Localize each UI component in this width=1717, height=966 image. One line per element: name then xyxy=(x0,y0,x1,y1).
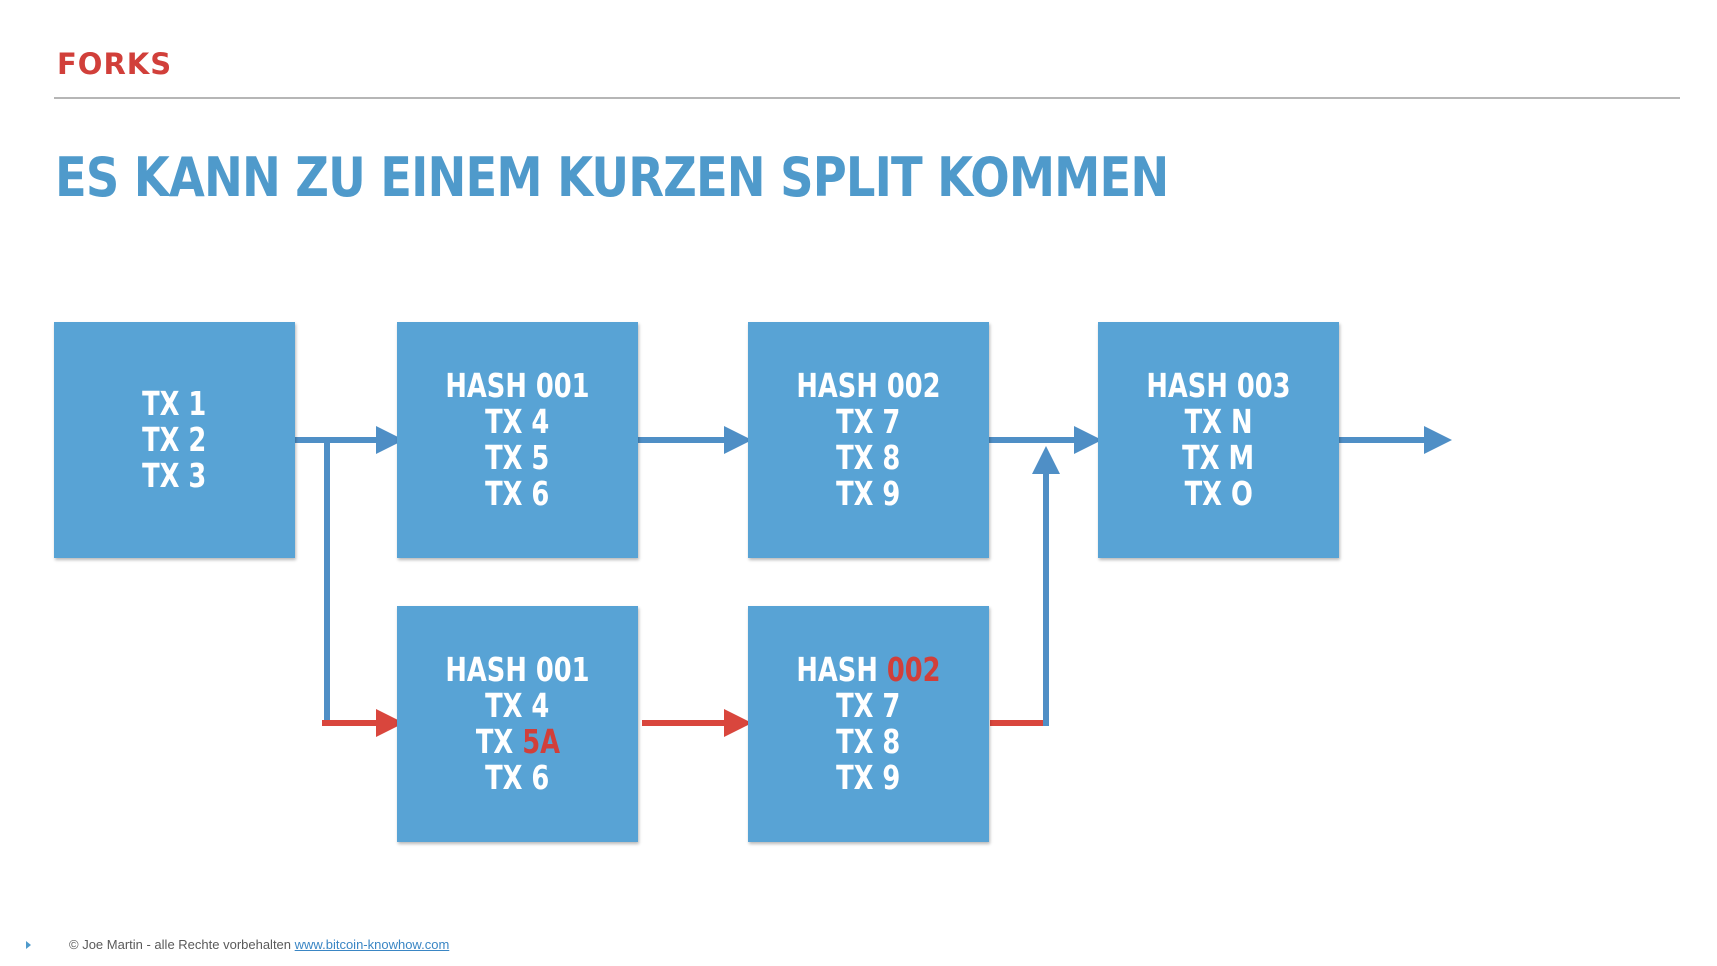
arrowhead-reorg xyxy=(1032,446,1060,474)
block-fork-hash-001: HASH 001 TX 4 TX 5A TX 6 xyxy=(397,606,638,842)
tx-line: TX 6 xyxy=(485,474,550,513)
hash-label: HASH xyxy=(796,366,878,405)
hash-line: HASH 002 xyxy=(796,652,940,688)
tx-line: TX 3 xyxy=(142,456,207,495)
footer-link[interactable]: www.bitcoin-knowhow.com xyxy=(294,937,450,952)
header-divider xyxy=(54,97,1680,99)
tx-line: TX 7 xyxy=(836,402,901,441)
tx-line: TX 7 xyxy=(836,686,901,725)
slide-marker-icon xyxy=(26,941,31,949)
hash-label: HASH xyxy=(796,650,878,689)
footer: © Joe Martin - alle Rechte vorbehalten w… xyxy=(69,937,449,952)
arrowhead-fork2 xyxy=(724,709,752,737)
tx-line-conflicting: TX 5A xyxy=(475,724,559,760)
block-main-hash-002: HASH 002 TX 7 TX 8 TX 9 xyxy=(748,322,989,558)
tx-prefix: TX xyxy=(475,722,513,761)
arrowhead-out xyxy=(1424,426,1452,454)
hash-value: 003 xyxy=(1236,366,1291,405)
hash-value: 001 xyxy=(535,650,590,689)
hash-line: HASH 003 xyxy=(1146,368,1290,404)
hash-value: 001 xyxy=(535,366,590,405)
hash-value: 002 xyxy=(886,366,941,405)
hash-label: HASH xyxy=(1146,366,1228,405)
copyright-text: © Joe Martin - alle Rechte vorbehalten xyxy=(69,937,292,952)
tx-line: TX 2 xyxy=(142,420,207,459)
tx-line: TX 9 xyxy=(836,474,901,513)
arrowhead-main2 xyxy=(724,426,752,454)
slide-headline: ES KANN ZU EINEM KURZEN SPLIT KOMMEN xyxy=(55,146,1169,209)
tx-line: TX 4 xyxy=(485,402,550,441)
hash-line: HASH 001 xyxy=(445,368,589,404)
tx-line: TX 1 xyxy=(142,384,207,423)
hash-label: HASH xyxy=(445,366,527,405)
conflicting-tx-value: 5A xyxy=(521,722,560,761)
tx-line: TX 9 xyxy=(836,758,901,797)
tx-line: TX O xyxy=(1184,474,1253,513)
tx-line: TX 8 xyxy=(836,722,901,761)
tx-line: TX 4 xyxy=(485,686,550,725)
tx-line: TX 6 xyxy=(485,758,550,797)
arrowhead-main1 xyxy=(376,426,404,454)
section-title: FORKS xyxy=(57,47,173,81)
block-main-hash-003: HASH 003 TX N TX M TX O xyxy=(1098,322,1339,558)
hash-line: HASH 001 xyxy=(445,652,589,688)
arrowhead-fork1 xyxy=(376,709,404,737)
tx-line: TX 8 xyxy=(836,438,901,477)
hash-value-conflicting: 002 xyxy=(886,650,941,689)
tx-line: TX 5 xyxy=(485,438,550,477)
arrowhead-main3 xyxy=(1074,426,1102,454)
tx-line: TX M xyxy=(1182,438,1255,477)
block-fork-hash-002: HASH 002 TX 7 TX 8 TX 9 xyxy=(748,606,989,842)
tx-line: TX N xyxy=(1184,402,1253,441)
block-main-hash-001: HASH 001 TX 4 TX 5 TX 6 xyxy=(397,322,638,558)
hash-label: HASH xyxy=(445,650,527,689)
hash-line: HASH 002 xyxy=(796,368,940,404)
block-genesis: TX 1 TX 2 TX 3 xyxy=(54,322,295,558)
